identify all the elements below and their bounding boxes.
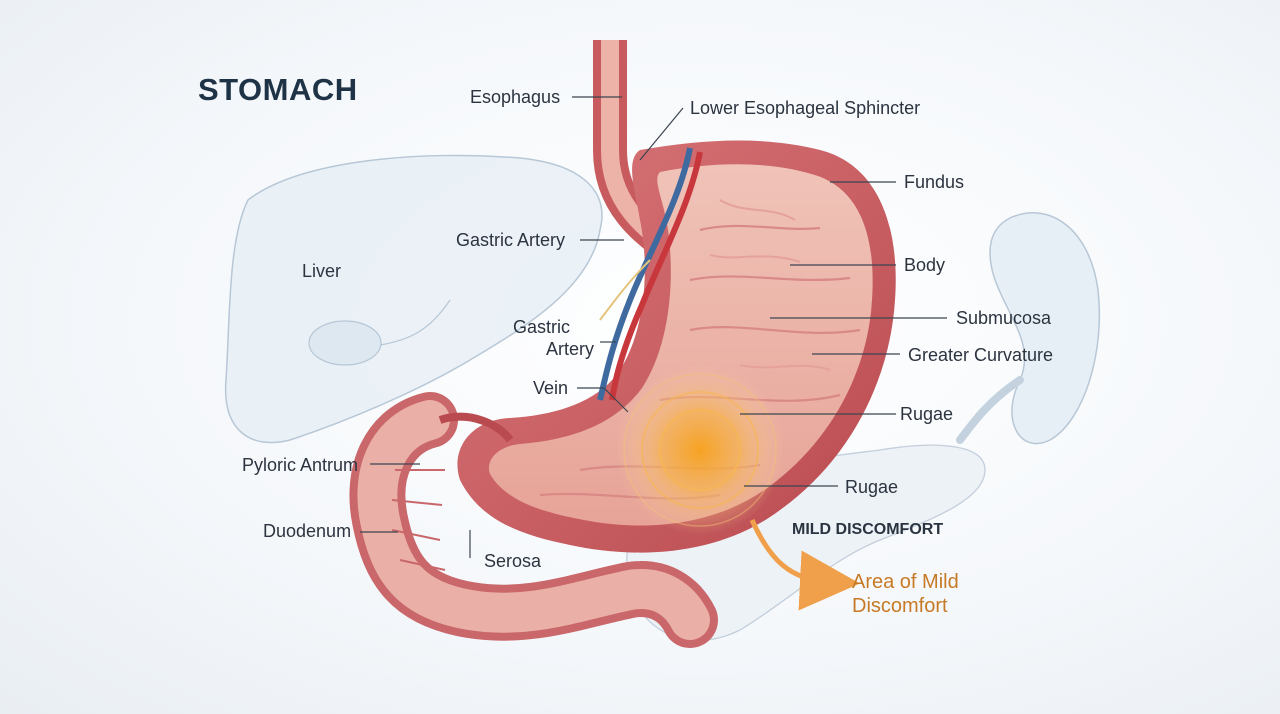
label-pyloric-antrum: Pyloric Antrum [242,455,359,475]
label-vein: Vein [533,378,569,398]
label-rugae-lower: Rugae [845,477,899,497]
label-area-of-mild-discomfort-2: Discomfort [852,595,948,617]
label-mild-discomfort: MILD DISCOMFORT [792,521,944,538]
label-greater-curvature: Greater Curvature [908,345,1054,365]
diagram-title: STOMACH [198,72,358,107]
label-area-of-mild-discomfort-1: Area of Mild [852,571,959,593]
discomfort-area [615,365,785,535]
label-esophagus: Esophagus [470,87,561,107]
label-gastric-artery-upper: Gastric Artery [456,230,566,250]
label-gastric-artery-lower-2: Artery [545,339,594,359]
label-fundus: Fundus [904,172,965,192]
spleen-organ [956,212,1101,445]
discomfort-arrow [749,518,860,611]
label-duodenum: Duodenum [263,521,352,541]
leader-lines [360,96,947,558]
label-rugae-upper: Rugae [900,404,954,424]
duodenum-organ [349,392,718,648]
label-serosa: Serosa [484,551,542,571]
label-gastric-artery-lower-1: Gastric [512,317,570,337]
label-liver: Liver [302,261,342,281]
label-submucosa: Submucosa [956,308,1052,328]
label-body: Body [904,255,946,275]
liver-organ [224,154,603,444]
label-lower-esophageal-sphincter: Lower Esophageal Sphincter [690,98,921,118]
vessels [597,147,703,401]
